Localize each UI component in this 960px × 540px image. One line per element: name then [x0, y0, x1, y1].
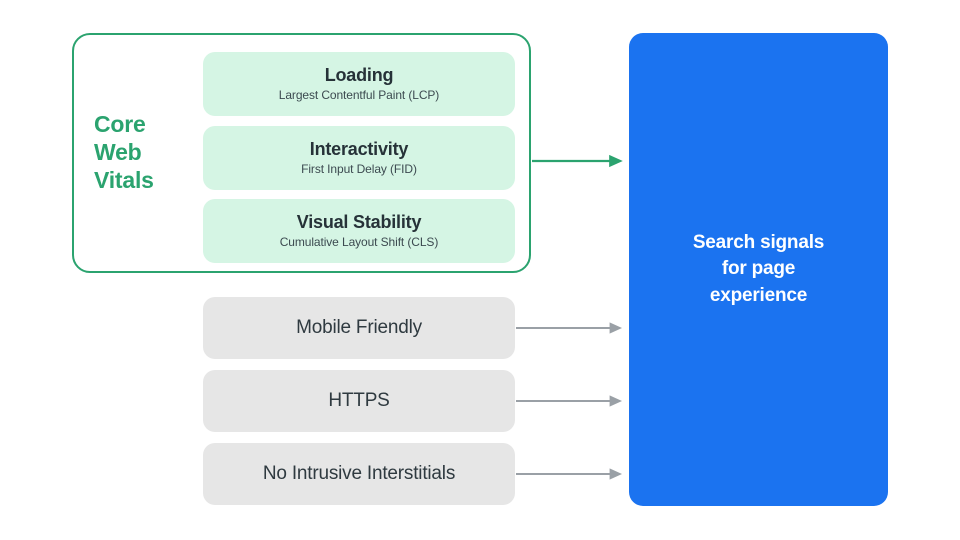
- signal-label: HTTPS: [328, 390, 390, 411]
- search-signals-box: Search signals for page experience: [629, 33, 888, 506]
- metric-card-interactivity: Interactivity First Input Delay (FID): [203, 126, 515, 190]
- core-web-vitals-label: Core Web Vitals: [94, 110, 194, 194]
- metric-subtitle: Cumulative Layout Shift (CLS): [279, 234, 439, 249]
- signal-card-mobile-friendly: Mobile Friendly: [203, 297, 515, 359]
- core-web-vitals-label-line-1: Core: [94, 111, 146, 137]
- metric-title: Loading: [324, 65, 394, 86]
- search-signals-line-1: Search signals: [692, 232, 825, 254]
- search-signals-text: Search signals for page experience: [675, 230, 842, 309]
- signal-card-no-intrusive-interstitials: No Intrusive Interstitials: [203, 443, 515, 505]
- metric-subtitle: Largest Contentful Paint (LCP): [278, 87, 440, 102]
- core-web-vitals-label-line-3: Vitals: [94, 167, 154, 194]
- metric-title: Interactivity: [309, 139, 409, 160]
- signal-card-https: HTTPS: [203, 370, 515, 432]
- search-signals-line-3: experience: [709, 284, 808, 306]
- metric-title: Visual Stability: [296, 212, 422, 233]
- metric-subtitle: First Input Delay (FID): [301, 161, 417, 176]
- core-web-vitals-label-line-2: Web: [94, 139, 142, 166]
- metric-card-visual-stability: Visual Stability Cumulative Layout Shift…: [203, 199, 515, 263]
- signal-label: Mobile Friendly: [296, 317, 422, 338]
- metric-card-loading: Loading Largest Contentful Paint (LCP): [203, 52, 515, 116]
- signal-label: No Intrusive Interstitials: [262, 463, 456, 484]
- search-signals-line-2: for page: [721, 258, 796, 280]
